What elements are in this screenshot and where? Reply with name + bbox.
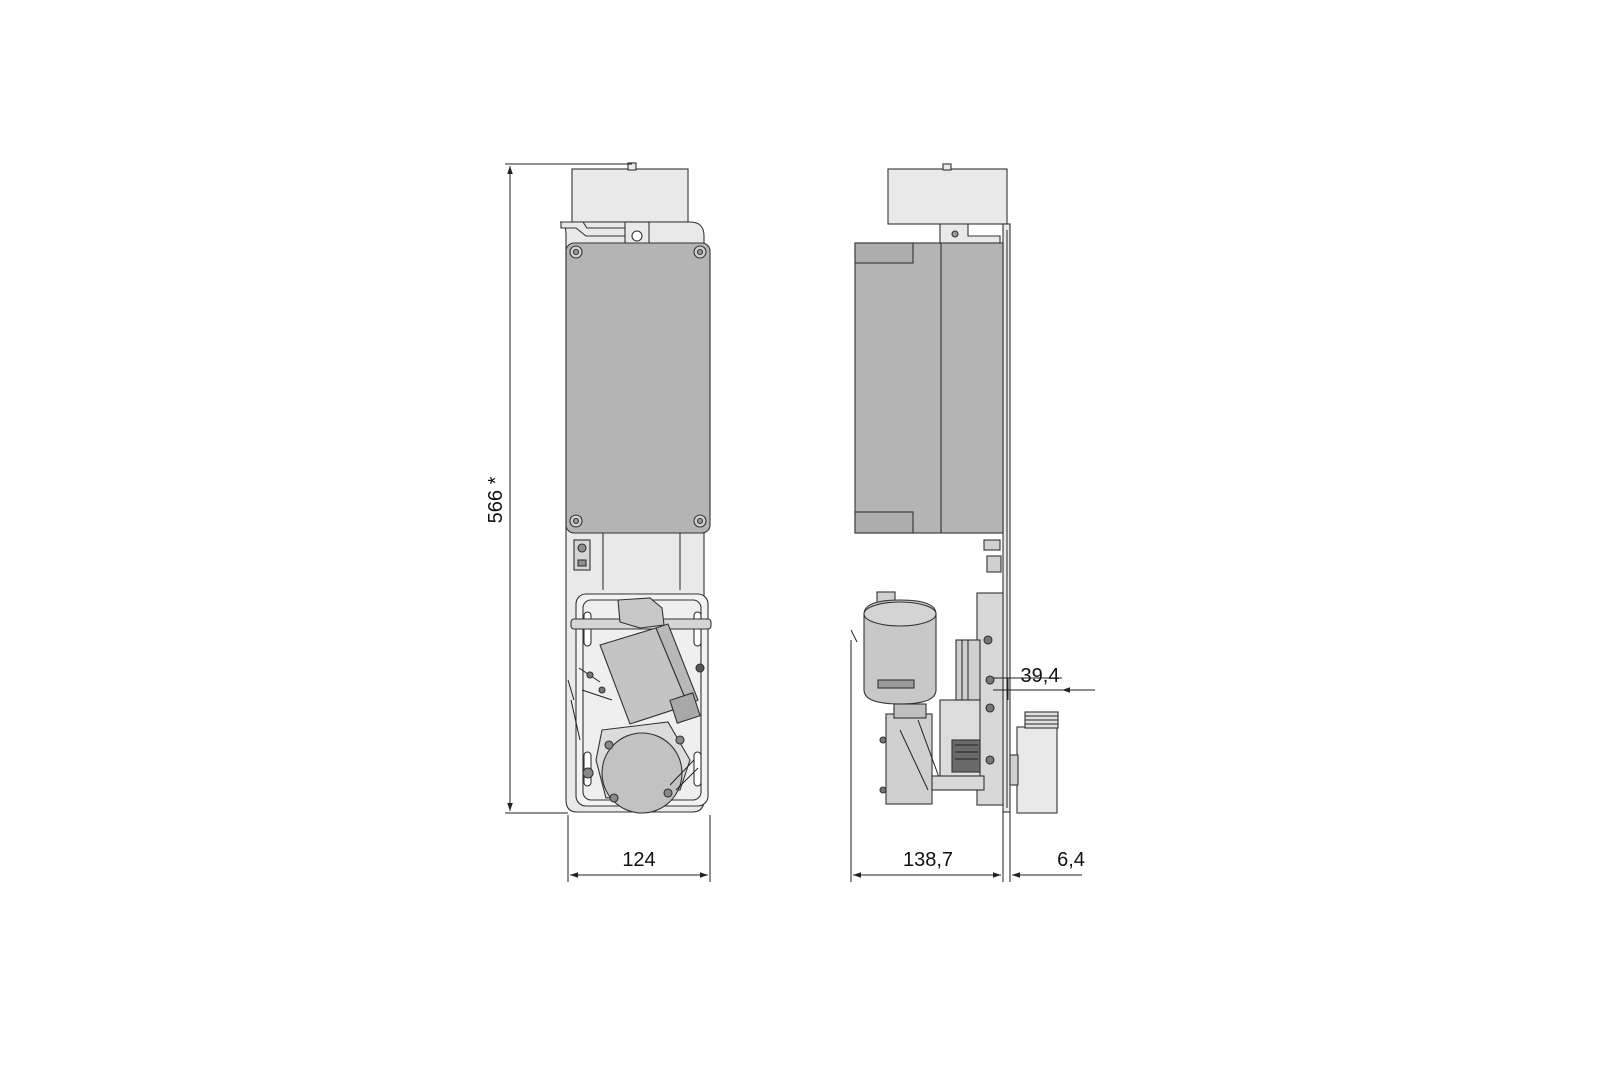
thickness-label: 6,4 — [1057, 849, 1085, 871]
front-levers — [567, 667, 613, 741]
side-mechanism — [879, 592, 1004, 806]
offset-label: 39,4 — [1021, 665, 1060, 687]
dimension-labels: 566 * 124 138,7 6,4 39,4 — [485, 476, 1085, 871]
front-gearbox — [582, 721, 699, 814]
front-top-bolt — [627, 162, 637, 171]
depth-label: 138,7 — [903, 849, 953, 871]
side-motor — [850, 591, 937, 705]
side-top-cap — [887, 168, 1008, 225]
front-bracket-hole — [631, 230, 643, 242]
dimension-lines — [505, 163, 1095, 882]
side-view — [850, 163, 1059, 814]
cover-screws — [569, 245, 707, 528]
front-view — [559, 162, 712, 814]
height-label: 566 * — [485, 476, 507, 523]
front-control-cover — [565, 242, 711, 534]
width-label: 124 — [622, 849, 655, 871]
front-motor — [599, 597, 705, 725]
front-top-cap — [571, 168, 689, 223]
side-rear-box — [1009, 711, 1059, 814]
side-control-box — [854, 242, 1004, 534]
